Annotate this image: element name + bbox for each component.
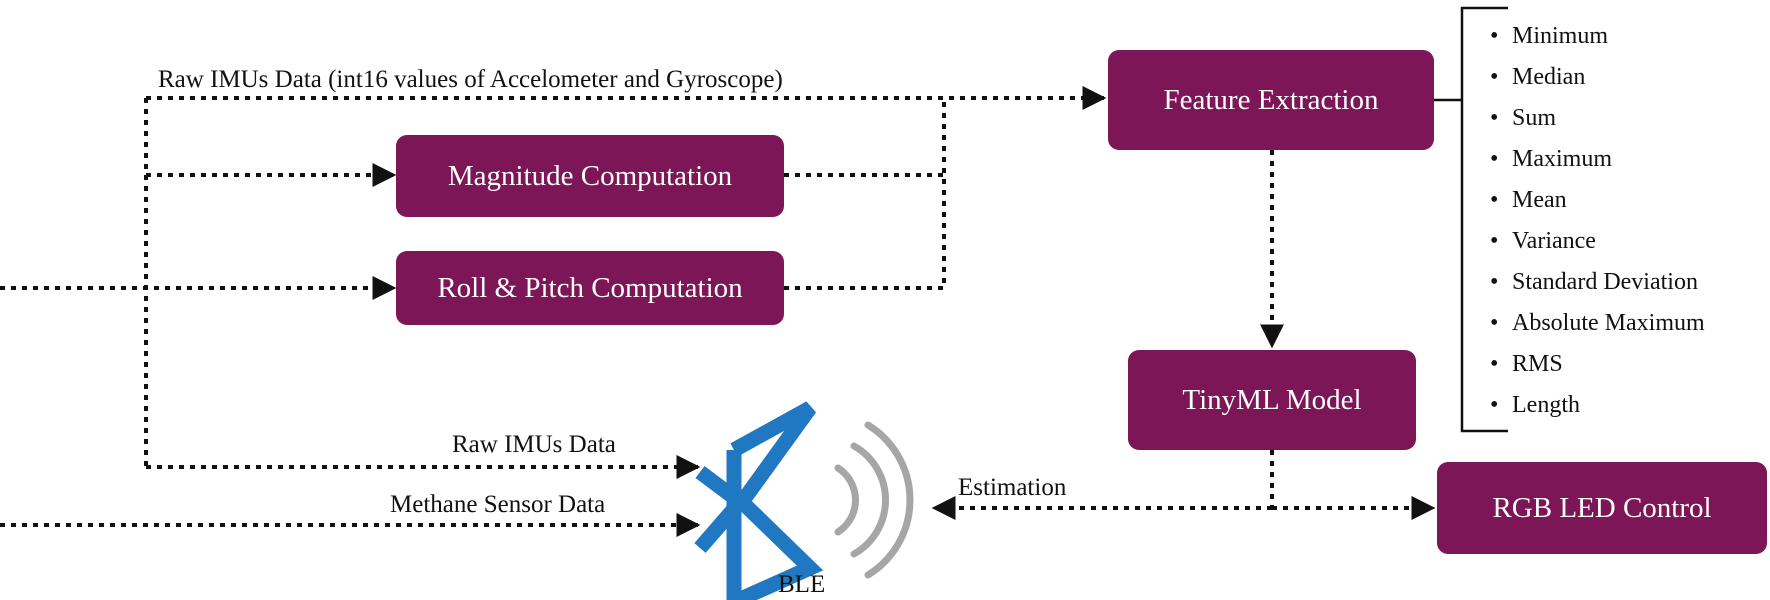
- feature-extraction-box: Feature Extraction: [1108, 50, 1434, 150]
- magnitude-computation-box: Magnitude Computation: [396, 135, 784, 217]
- roll-pitch-computation-label: Roll & Pitch Computation: [437, 271, 743, 304]
- feature-extraction-label: Feature Extraction: [1163, 83, 1379, 116]
- feature-item: •Mean: [1490, 187, 1567, 213]
- feature-item: •Maximum: [1490, 146, 1612, 172]
- estimation-label: Estimation: [958, 474, 1067, 501]
- raw-imu-label: Raw IMUs Data: [452, 431, 616, 458]
- feature-list-bracket: [1460, 6, 1508, 433]
- feature-item: •Minimum: [1490, 23, 1609, 49]
- bluetooth-icon: [694, 401, 824, 600]
- roll-pitch-computation-box: Roll & Pitch Computation: [396, 251, 784, 325]
- tinyml-model-label: TinyML Model: [1182, 383, 1362, 416]
- raw-imu-full-label: Raw IMUs Data (int16 values of Accelomet…: [158, 66, 783, 93]
- tinyml-model-box: TinyML Model: [1128, 350, 1416, 450]
- methane-sensor-label: Methane Sensor Data: [390, 491, 606, 518]
- feature-list: •Minimum •Median •Sum •Maximum •Mean •Va…: [1490, 16, 1705, 426]
- feature-item: •Length: [1490, 392, 1580, 418]
- feature-item: •RMS: [1490, 351, 1563, 377]
- feature-item: •Absolute Maximum: [1490, 310, 1705, 336]
- feature-item: •Sum: [1490, 105, 1557, 131]
- feature-item: •Median: [1490, 64, 1586, 90]
- feature-item: •Standard Deviation: [1490, 269, 1698, 295]
- feature-item: •Variance: [1490, 228, 1596, 254]
- rgb-led-control-box: RGB LED Control: [1437, 462, 1767, 554]
- ble-label: BLE: [778, 571, 826, 598]
- roll-pitch-output-path: [784, 98, 946, 290]
- signal-waves-icon: [834, 421, 914, 579]
- rgb-led-control-label: RGB LED Control: [1492, 491, 1712, 524]
- magnitude-computation-label: Magnitude Computation: [447, 159, 733, 192]
